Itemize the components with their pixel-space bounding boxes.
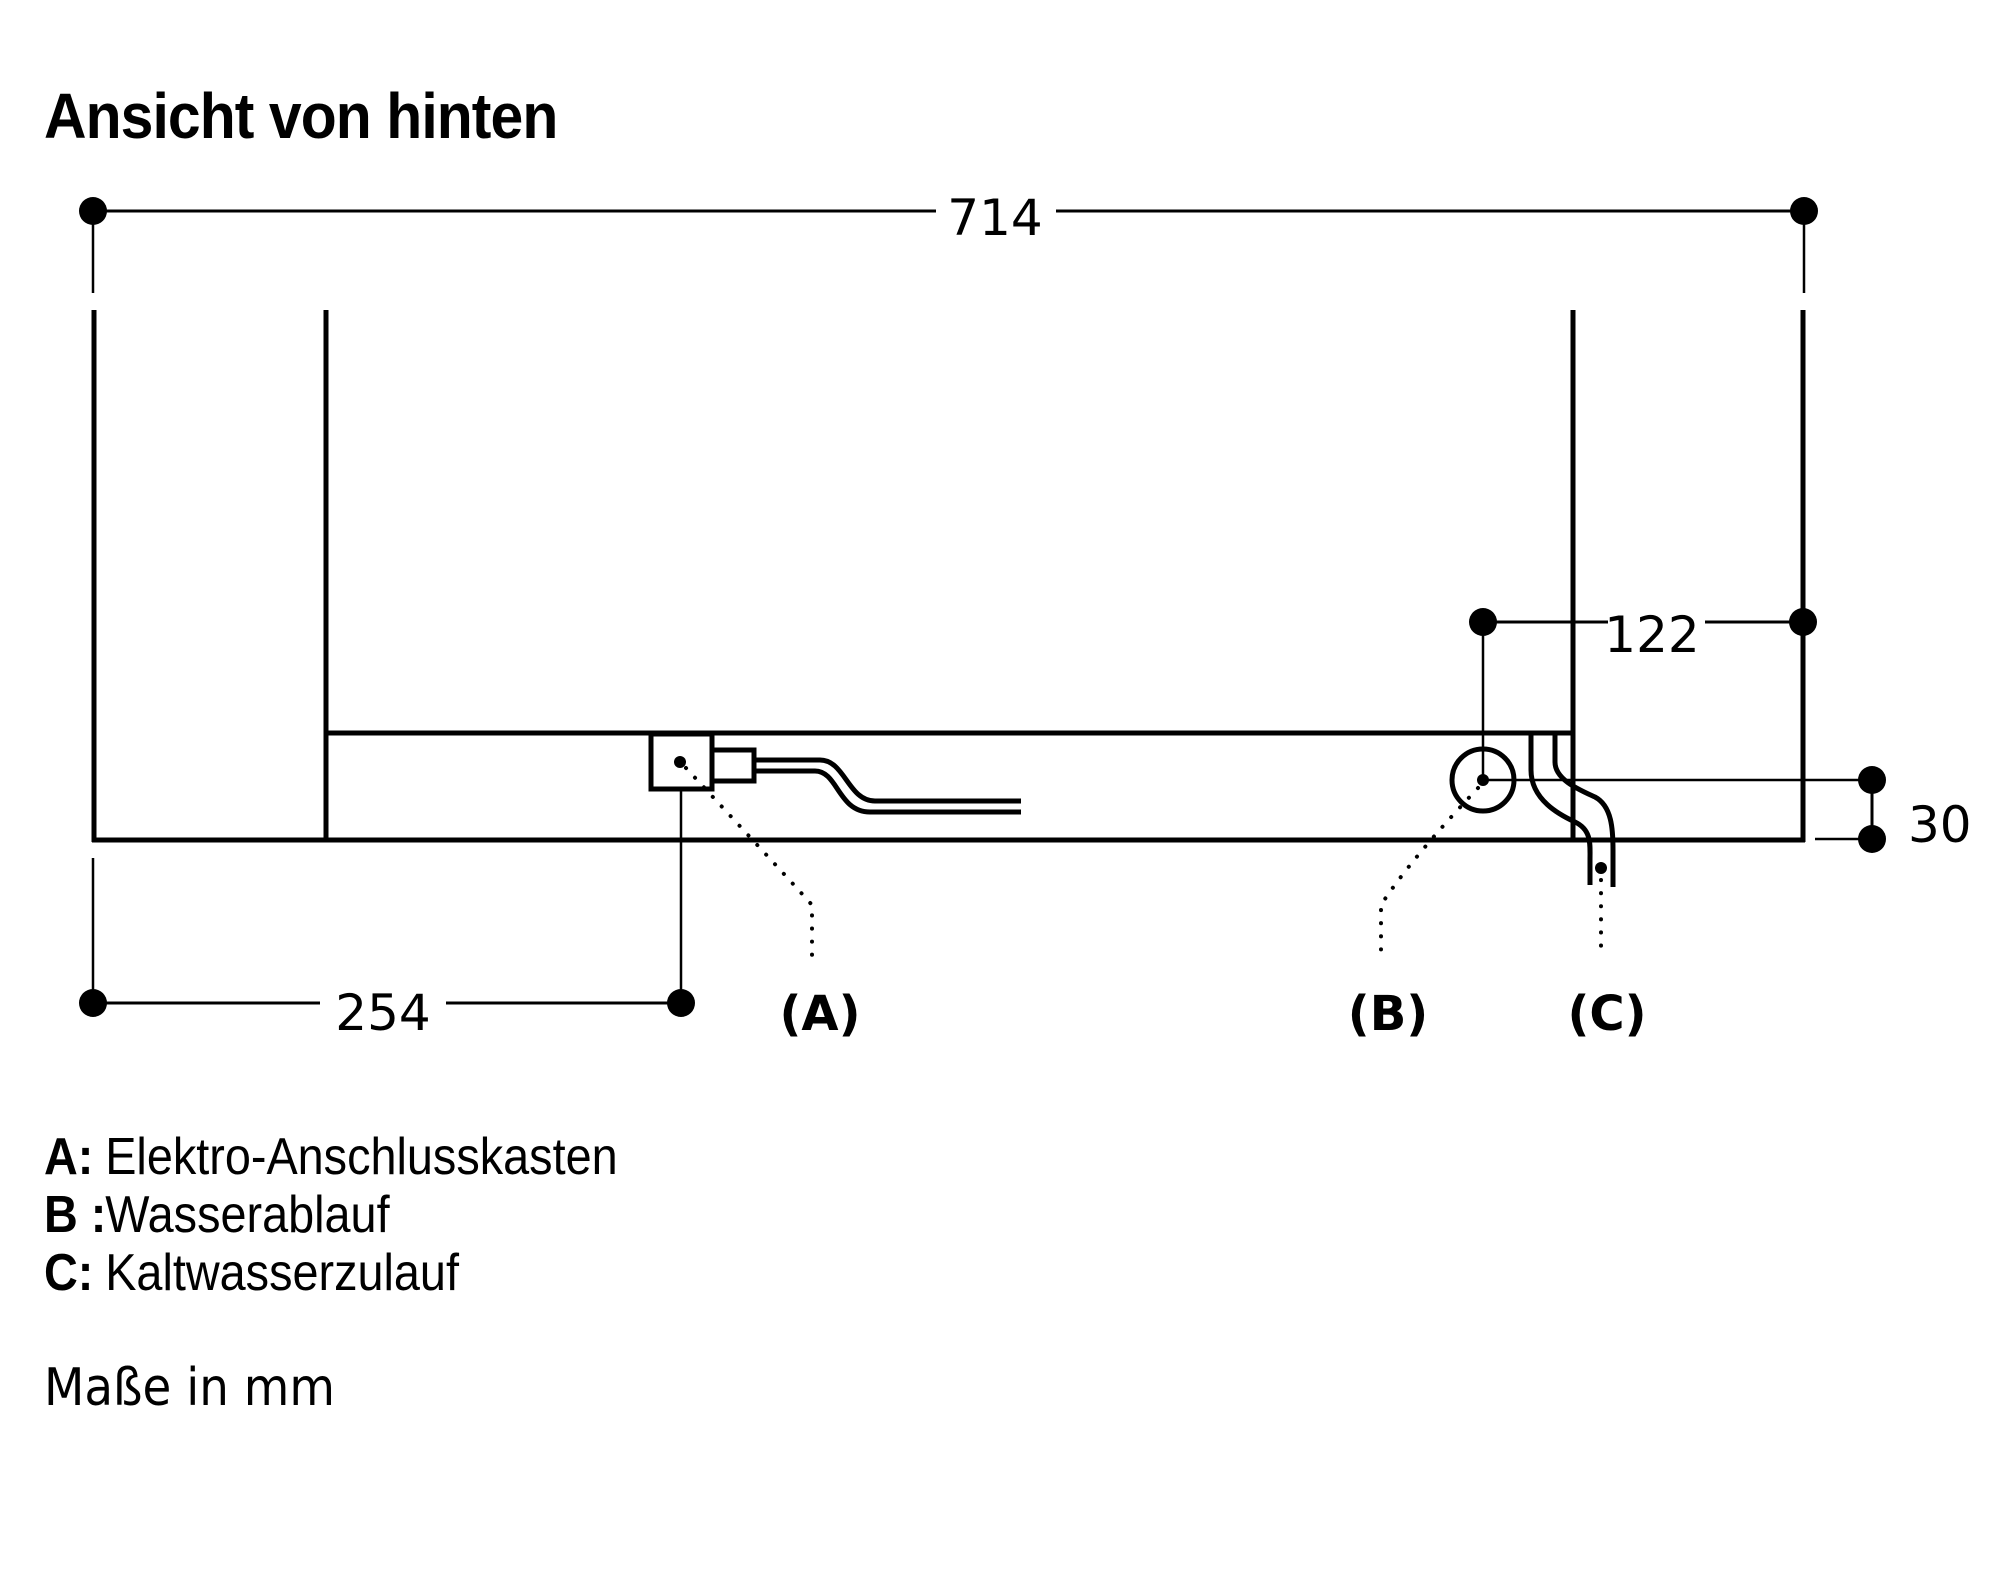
leader-line-b [1379,786,1480,957]
page-title: Ansicht von hinten [44,80,558,152]
dimension-drain-height: 30 [1483,766,1972,854]
legend-key: C: [44,1244,94,1302]
cold-water-pipe [1528,733,1616,887]
dimension-label-122: 122 [1604,606,1699,664]
dimension-label-714: 714 [947,189,1042,247]
dimension-endpoint-icon [79,989,107,1017]
dimension-endpoint-icon [1858,766,1886,794]
dimension-endpoint-icon [667,989,695,1017]
electrical-junction-box [648,731,1021,815]
legend-item-a: A:Elektro-Anschlusskasten [44,1128,618,1186]
dimension-endpoint-icon [1469,608,1497,636]
callout-label-b: (B) [1348,986,1428,1042]
callout-label-a: (A) [779,986,860,1042]
legend-item-b: B :Wasserablauf [44,1186,618,1244]
dimension-endpoint-icon [1789,608,1817,636]
legend-key: A: [44,1128,94,1186]
dimension-label-30: 30 [1908,796,1972,854]
dimension-connector-offset: 254 [79,858,695,1042]
cabinet-outline [91,310,1806,843]
legend-label: Wasserablauf [105,1186,390,1244]
leader-line-a [684,766,814,957]
legend-label: Kaltwasserzulauf [105,1244,459,1302]
legend-label: Elektro-Anschlusskasten [105,1128,618,1186]
pipe-marker-icon [1595,862,1607,874]
dimension-total-width: 714 [79,189,1818,293]
legend-item-c: C:Kaltwasserzulauf [44,1244,618,1302]
callout-label-c: (C) [1567,986,1646,1042]
units-note: Maße in mm [44,1358,335,1418]
legend: A:Elektro-Anschlusskasten B :Wasserablau… [44,1128,618,1302]
dimension-label-254: 254 [335,984,430,1042]
dimension-drain-offset: 122 [1469,606,1817,780]
legend-key: B : [44,1186,107,1244]
dimension-endpoint-icon [1858,825,1886,853]
